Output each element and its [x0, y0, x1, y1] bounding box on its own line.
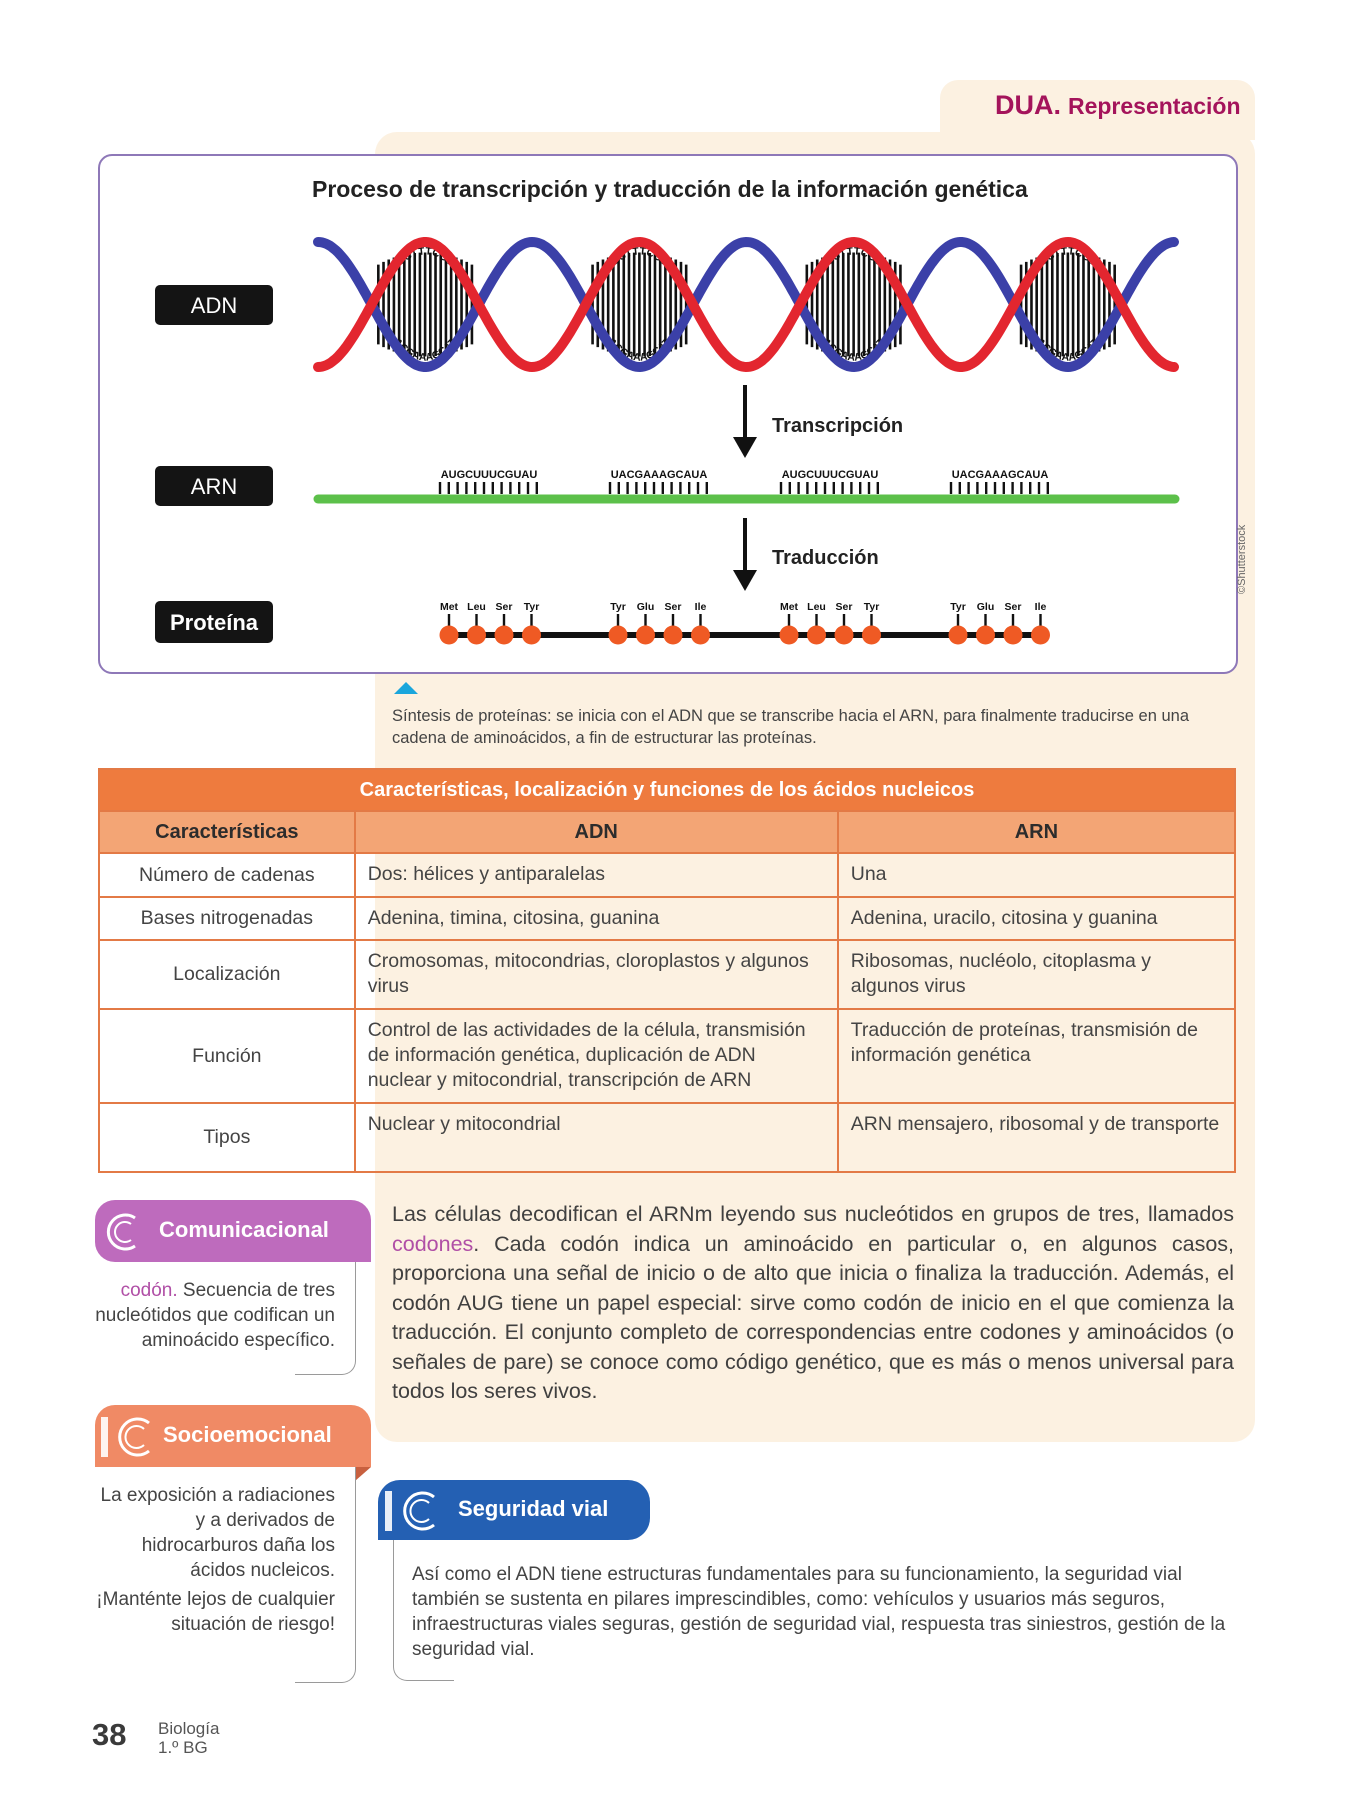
- card-bracket: [295, 1262, 356, 1375]
- amino-acid-label: Glu: [977, 601, 995, 613]
- amino-acid-label: Glu: [637, 601, 655, 613]
- page-number: 38: [92, 1717, 127, 1752]
- rna-codons: AUGCUUUCGUAU UACGAAAGCAUA AUGCUUUCGUAU UACG…: [438, 469, 1050, 494]
- amino-acid-bead: [1031, 625, 1050, 645]
- comunicacional-title: Comunicacional: [159, 1217, 329, 1242]
- photo-credit: ©Shutterstock: [1236, 524, 1248, 594]
- card-fold: [355, 1467, 371, 1481]
- table-title: Características, localización y funcione…: [98, 768, 1236, 812]
- diagram-title: Proceso de transcripción y traducción de…: [312, 176, 1028, 202]
- comunicacional-body: codón. Secuencia de tres nucleótidos que…: [95, 1278, 335, 1353]
- diagram-frame: [98, 154, 1238, 674]
- amino-acid-label: Ser: [496, 601, 513, 613]
- socioemocional-warning: ¡Manténte lejos de cualquier situación d…: [96, 1589, 335, 1635]
- label-dna-box: ADN: [155, 285, 273, 325]
- step-transcription: Transcripción: [772, 415, 903, 437]
- glossary-term: codón.: [120, 1280, 178, 1301]
- amino-acid-bead: [834, 625, 854, 645]
- genetic-diagram: ADN ARN Proteína TGCTTTCGTAACGAAAGCATTGC…: [155, 236, 1180, 645]
- amino-acid-bead: [467, 625, 486, 645]
- amino-acid-bead: [948, 625, 968, 645]
- rna-codon-label: UACGAAAGCAUA: [952, 469, 1049, 481]
- amino-acid-bead: [494, 625, 514, 645]
- arrow-down-icon: [733, 518, 757, 591]
- amino-acid-bead: [608, 625, 628, 645]
- amino-acid-bead: [636, 625, 655, 645]
- dua-label: DUA. Representación: [995, 90, 1241, 120]
- subject-label: Biología 1.º BG: [158, 1719, 220, 1757]
- caption-triangle-icon: [394, 682, 418, 694]
- dua-tab: [940, 80, 1255, 140]
- socioemocional-body: La exposición a radiaciones y a derivado…: [95, 1483, 335, 1637]
- table-row: Número de cadenas Dos: hélices y antipar…: [98, 852, 1237, 898]
- label-rna: ARN: [191, 474, 237, 499]
- socioemocional-text: La exposición a radiaciones y a derivado…: [100, 1485, 336, 1581]
- socioemocional-header: Socioemocional: [95, 1405, 371, 1467]
- amino-acid-label: Ser: [836, 601, 853, 613]
- rna-codon-label: UACGAAAGCAUA: [611, 469, 708, 481]
- codones-term: codones: [392, 1231, 474, 1256]
- step-translation: Traducción: [772, 547, 879, 569]
- table-header-rna: ARN: [836, 810, 1237, 854]
- amino-acid-bead: [439, 625, 459, 645]
- seguridad-vial-header: Seguridad vial: [378, 1480, 650, 1540]
- amino-acid-label: Tyr: [610, 601, 626, 613]
- ic-logo-icon: [101, 1417, 150, 1457]
- ic-logo-icon: [385, 1491, 435, 1531]
- rna-codon-label: AUGCUUUCGUAU: [782, 469, 879, 481]
- table-row: Localización Cromosomas, mitocondrias, c…: [98, 939, 1237, 1010]
- table-row: Bases nitrogenadas Adenina, timina, cito…: [98, 896, 1237, 941]
- rna-codon-label: AUGCUUUCGUAU: [441, 469, 538, 481]
- amino-acid-bead: [976, 625, 995, 645]
- dna-helix: TGCTTTCGTAACGAAAGCATTGCTTTCGTAACGAAAGCAT…: [313, 236, 1179, 373]
- amino-acid-label: Met: [780, 601, 799, 613]
- amino-acid-label: Ser: [665, 601, 682, 613]
- amino-acid-bead: [779, 625, 799, 645]
- amino-acid-bead: [1003, 625, 1023, 645]
- table-header-dna: ADN: [353, 810, 839, 854]
- amino-acid-bead: [522, 625, 541, 645]
- main-paragraph: Las células decodifican el ARNm leyendo …: [392, 1202, 1234, 1403]
- label-dna: ADN: [191, 293, 237, 318]
- label-protein-box: Proteína: [155, 601, 273, 643]
- amino-acid-bead: [691, 625, 710, 645]
- amino-acid-label: Ile: [695, 601, 707, 613]
- arrow-down-icon: [733, 385, 757, 458]
- label-protein: Proteína: [170, 610, 259, 635]
- amino-acid-label: Tyr: [864, 601, 880, 613]
- amino-acid-label: Tyr: [524, 601, 540, 613]
- amino-acid-label: Met: [440, 601, 459, 613]
- amino-acid-label: Ile: [1035, 601, 1047, 613]
- figure-caption: Síntesis de proteínas: se inicia con el …: [392, 707, 1190, 747]
- table-row: Función Control de las actividades de la…: [98, 1008, 1237, 1104]
- socioemocional-title: Socioemocional: [163, 1422, 332, 1447]
- comunicacional-header: Comunicacional: [95, 1200, 371, 1262]
- dna-strand: [313, 236, 1179, 373]
- seguridad-vial-text: Así como el ADN tiene estructuras fundam…: [412, 1564, 1226, 1660]
- amino-acid-label: Ser: [1005, 601, 1022, 613]
- table-row: Tipos Nuclear y mitocondrial ARN mensaje…: [98, 1102, 1237, 1173]
- card-bracket: [393, 1540, 454, 1681]
- protein-amino-acids: Met Leu Ser Tyr Tyr Glu Ser Ile Met Leu Ser Tyr Tyr G…: [439, 601, 1050, 645]
- amino-acid-label: Leu: [807, 601, 826, 613]
- glossary-definition: Secuencia de tres nucleótidos que codifi…: [95, 1280, 335, 1351]
- dna-strand: [313, 236, 1179, 373]
- label-rna-box: ARN: [155, 466, 273, 506]
- seguridad-vial-title: Seguridad vial: [458, 1496, 609, 1521]
- amino-acid-bead: [862, 625, 881, 645]
- amino-acid-bead: [807, 625, 826, 645]
- amino-acid-label: Leu: [467, 601, 486, 613]
- ic-logo-icon: [106, 1213, 136, 1251]
- card-bracket: [295, 1467, 356, 1683]
- amino-acid-label: Tyr: [950, 601, 966, 613]
- amino-acid-bead: [663, 625, 683, 645]
- nucleic-acids-table: Características, localización y funcione…: [98, 768, 1237, 1173]
- table-header-features: Características: [98, 810, 356, 854]
